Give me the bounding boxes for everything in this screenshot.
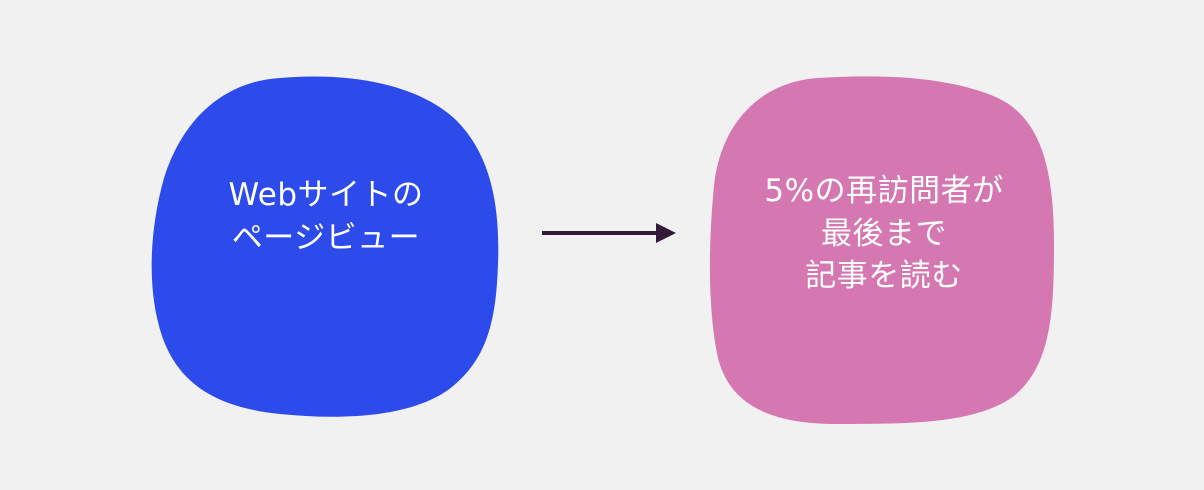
label-line: 最後まで [821,215,947,252]
arrow-right-icon [542,223,676,243]
label-line: 5%の再訪問者が [764,172,1004,209]
label-line: 記事を読む [805,258,963,295]
blob-shape-pink [709,76,1054,424]
label-line: ページビュー [231,220,421,256]
label-line: Webサイトの [228,177,424,214]
returning-visitors-label: 5%の再訪問者が 最後まで 記事を読む [708,76,1060,428]
returning-visitors-node: 5%の再訪問者が 最後まで 記事を読む [708,76,1060,428]
page-views-node: Webサイトの ページビュー [150,68,502,420]
blob-shape-blue [151,76,499,417]
page-views-label: Webサイトの ページビュー [150,68,502,420]
